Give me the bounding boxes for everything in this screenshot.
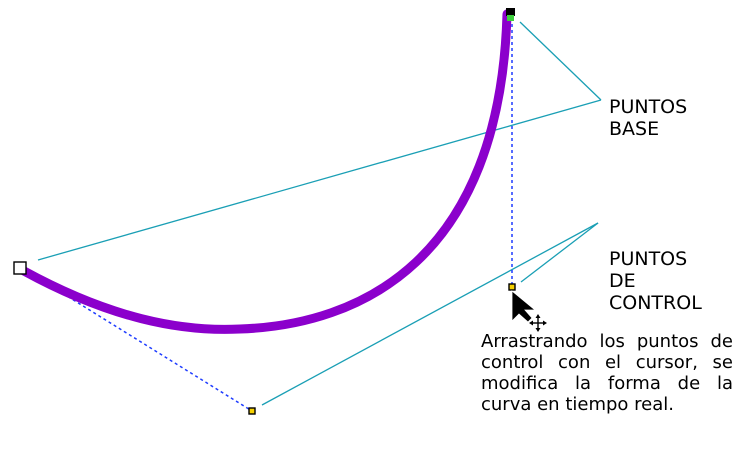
bezier-curve[interactable]: [19, 9, 512, 334]
move-arrow-cursor-icon: [511, 290, 547, 332]
base-point-handle-left[interactable]: [13, 261, 27, 275]
callout-line-base-top: [519, 21, 602, 101]
base-point-handle-top[interactable]: [506, 8, 515, 16]
base-points-label: PUNTOS BASE: [609, 96, 688, 140]
caption-text: Arrastrando los puntos de control con el…: [481, 331, 733, 415]
control-points-label: PUNTOS DE CONTROL: [609, 248, 702, 314]
callout-line-base-left: [37, 99, 602, 261]
control-point-handle-left[interactable]: [248, 407, 256, 415]
callout-line-control-right: [520, 222, 599, 283]
base-point-handle-top-selected: [507, 15, 514, 21]
callout-line-control-bottom: [261, 222, 599, 406]
control-point-handle-right[interactable]: [508, 283, 516, 291]
